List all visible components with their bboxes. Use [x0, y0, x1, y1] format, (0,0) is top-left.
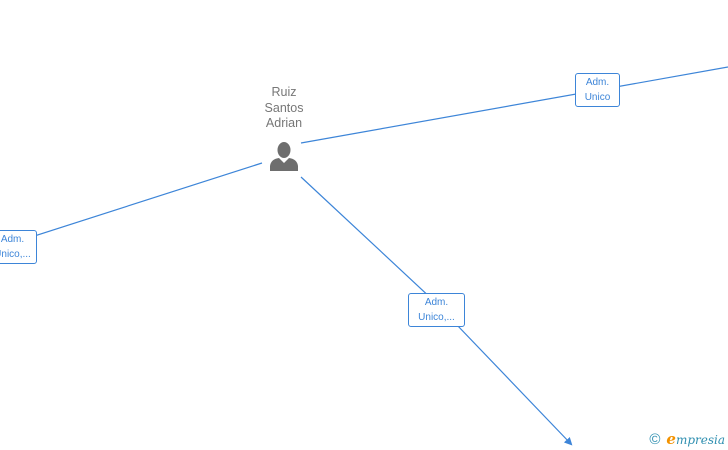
role-badge-right-line-1: Adm.	[585, 77, 610, 88]
copyright-icon: ©	[649, 430, 661, 448]
role-badge-bottom-line-2: Unico,...	[418, 312, 455, 323]
edge-right	[300, 66, 728, 144]
role-badge-left-line-2: Unico,...	[0, 249, 31, 260]
brand-logo: empresia	[666, 430, 725, 448]
role-badge-right-line-2: Unico	[584, 92, 611, 103]
watermark: © empresia	[649, 430, 725, 448]
brand-logo-rest: mpresia	[675, 433, 725, 447]
brand-logo-initial: e	[666, 430, 676, 448]
role-badge-left-line-1: Adm.	[0, 234, 25, 245]
role-badge-left[interactable]: Adm. Unico,...	[0, 230, 37, 264]
edge-left	[0, 162, 263, 248]
role-badge-bottom-line-1: Adm.	[424, 297, 449, 308]
person-name[interactable]: Ruiz Santos Adrian	[244, 85, 324, 132]
person-name-line-1: Ruiz	[271, 85, 297, 99]
role-badge-right[interactable]: Adm. Unico	[575, 73, 620, 107]
person-icon[interactable]	[268, 141, 300, 171]
person-name-line-2: Santos	[264, 100, 304, 115]
person-name-line-3: Adrian	[265, 116, 303, 130]
role-badge-bottom[interactable]: Adm. Unico,...	[408, 293, 465, 327]
